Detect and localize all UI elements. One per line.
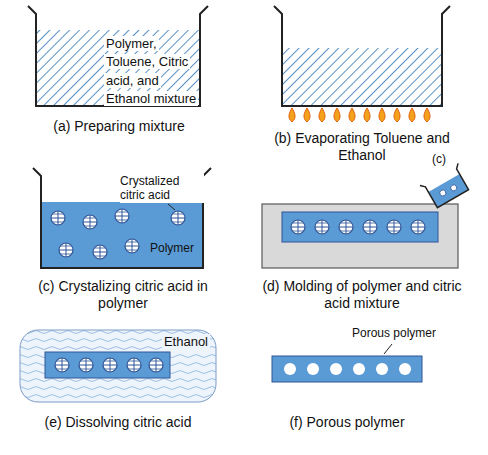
mold bbox=[262, 204, 458, 268]
pouring-beaker bbox=[420, 163, 472, 209]
step-caption: (f) Porous polymer bbox=[262, 414, 432, 431]
step-caption: (a) Preparing mixture bbox=[34, 118, 204, 135]
mixture-liquid: Polymer, Toluene, Citric acid, and Ethan… bbox=[104, 34, 204, 107]
node-text: Polymer, Toluene, Citric acid, and Ethan… bbox=[104, 36, 198, 106]
node-text: Ethanol bbox=[162, 334, 210, 350]
callout-label: Porous polymer bbox=[352, 326, 462, 340]
step-caption: (e) Dissolving citric acid bbox=[20, 414, 216, 431]
beaker-a bbox=[28, 6, 208, 106]
beaker-c bbox=[33, 168, 211, 268]
porous-strip bbox=[272, 344, 422, 382]
callout-label: Crystalized citric acid bbox=[120, 174, 204, 203]
beaker-b bbox=[274, 6, 450, 122]
callout-label: Polymer bbox=[150, 241, 200, 255]
step-caption: (c) Crystalizing citric acid in polymer bbox=[28, 278, 218, 312]
step-caption: (d) Molding of polymer and citric acid m… bbox=[262, 278, 462, 312]
ethanol-bath bbox=[20, 330, 216, 402]
ethanol-bath-node: Ethanol bbox=[20, 330, 216, 402]
callout-label: (c) bbox=[425, 152, 453, 166]
step-caption: (b) Evaporating Toluene and Ethanol bbox=[272, 130, 452, 164]
